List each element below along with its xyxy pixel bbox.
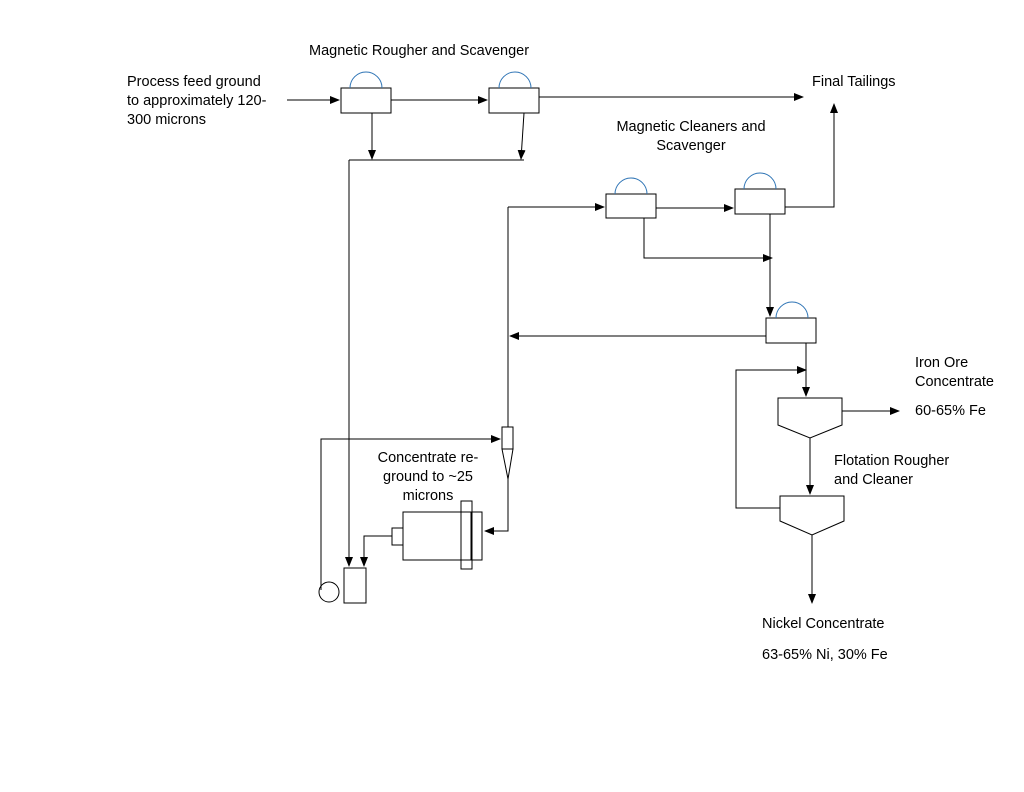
scavenger-conc-arrow [517, 112, 526, 160]
final-tailings-label: Final Tailings [812, 74, 896, 90]
rougher-title: Magnetic Rougher and Scavenger [309, 43, 530, 59]
nickel-grade-label: 63-65% Ni, 30% Fe [762, 647, 888, 663]
magnetic-cleaner-3-drum [775, 301, 809, 319]
hydrocyclone-body [501, 426, 514, 450]
magnetic-rougher-drum [349, 71, 383, 89]
magnetic-rougher [340, 87, 392, 114]
cleaners-title: Magnetic Cleaners and Scavenger [616, 119, 766, 154]
flotation-cleaner-cell [779, 495, 845, 536]
pump [318, 581, 340, 603]
flotation-rougher-cell [777, 397, 843, 439]
feed-label: Process feed ground to approximately 120… [127, 74, 267, 128]
magnetic-cleaner-2 [734, 188, 786, 215]
flotation-label: Flotation Rougher and Cleaner [834, 453, 950, 488]
cyclone-underflow-arrow [484, 479, 509, 535]
magnetic-scavenger [488, 87, 540, 114]
regrind-mill-gear [460, 500, 473, 570]
iron-ore-label: Iron Ore Concentrate [915, 355, 994, 390]
pump-to-cyclone-arrow [320, 435, 501, 578]
nickel-label: Nickel Concentrate [762, 616, 885, 632]
sump [343, 567, 367, 604]
magnetic-cleaner-2-drum [743, 172, 777, 190]
magnetic-scavenger-drum [498, 71, 532, 89]
flotation-recycle-arrow [735, 366, 807, 509]
regrind-label: Concentrate re- ground to ~25 microns [377, 450, 479, 504]
hydrocyclone-cone [501, 448, 514, 480]
magnetic-cleaner-1 [605, 193, 657, 219]
cleaner-1-conc-arrow [643, 218, 773, 262]
regrind-mill-feed [391, 527, 404, 546]
mill-discharge-arrow [360, 535, 392, 567]
magnetic-cleaner-3 [765, 317, 817, 344]
iron-grade-label: 60-65% Fe [915, 403, 986, 419]
regrind-mill-hub [471, 511, 483, 561]
magnetic-cleaner-1-drum [614, 177, 648, 195]
cleaner-tails-to-final-arrow [785, 103, 838, 208]
